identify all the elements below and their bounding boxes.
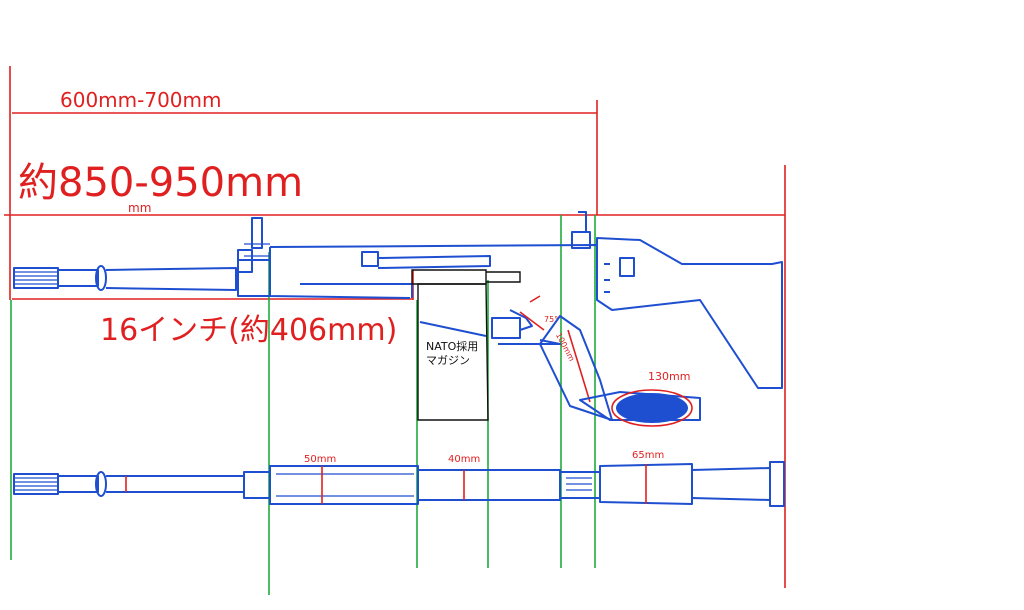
bolt-carrier — [377, 255, 491, 269]
rifle-side-view — [13, 211, 783, 427]
barrel-length-label: 16インチ(約406mm) — [100, 313, 397, 348]
barrel-ring — [95, 265, 107, 291]
top-muzzle-slots — [14, 477, 58, 491]
overall-length-label: 約850-950mm — [18, 160, 303, 206]
top-handguard-lines — [276, 473, 414, 497]
rifle-top-view — [13, 461, 785, 507]
magazine-line — [419, 321, 487, 337]
top-rear-detail — [566, 477, 592, 491]
top-gas-block — [243, 471, 271, 499]
top-receiver — [417, 469, 561, 501]
stock-detail — [604, 263, 610, 293]
dia-2-label: 40mm — [448, 454, 480, 465]
green-section-lines — [10, 215, 596, 595]
muzzle-brake — [13, 267, 59, 289]
top-barrel-front — [58, 475, 99, 493]
rear-sight-post — [578, 211, 587, 232]
dia-3-label: 65mm — [632, 450, 664, 461]
buttstock — [596, 237, 783, 389]
grip-angle-label: 75° — [544, 315, 558, 324]
front-sight-detail — [244, 243, 270, 257]
barrel-front — [58, 269, 99, 287]
grip-angle-marks — [519, 295, 591, 403]
stock-pad-ellipse — [611, 389, 693, 427]
overall-length-unit: mm — [128, 201, 151, 215]
trigger — [509, 309, 533, 331]
stock-pad-fill — [616, 393, 688, 423]
magazine-label-line1: NATO採用 — [426, 339, 478, 353]
rear-sight-base — [571, 231, 591, 249]
muzzle-brake-slots — [14, 271, 58, 285]
bolt-catch — [486, 271, 521, 283]
gas-block — [237, 259, 271, 297]
trigger-housing — [491, 317, 521, 339]
front-sight-post — [251, 217, 263, 249]
charging-handle — [361, 251, 379, 267]
upper-receiver — [269, 244, 598, 299]
receiver-length-label: 600mm-700mm — [60, 88, 222, 112]
top-rear-block — [559, 471, 601, 499]
trigger-guard — [498, 339, 561, 345]
barrel-main — [105, 267, 237, 291]
stock-pad-label: 130mm — [648, 370, 690, 383]
top-stock-body — [599, 463, 693, 505]
top-stock-tube — [691, 467, 771, 501]
stock-foot — [579, 391, 701, 421]
top-muzzle-brake — [13, 473, 59, 495]
magazine-label-line2: マガジン — [426, 354, 470, 367]
top-buttplate — [769, 461, 785, 507]
stock-window — [619, 257, 635, 277]
dia-1-label: 50mm — [304, 454, 336, 465]
pistol-grip — [539, 315, 613, 421]
red-dimension-lines — [4, 66, 786, 588]
top-barrel-ring — [95, 471, 107, 497]
ejection-port — [411, 269, 487, 285]
magazine-body — [417, 283, 489, 421]
top-handguard — [269, 465, 419, 505]
